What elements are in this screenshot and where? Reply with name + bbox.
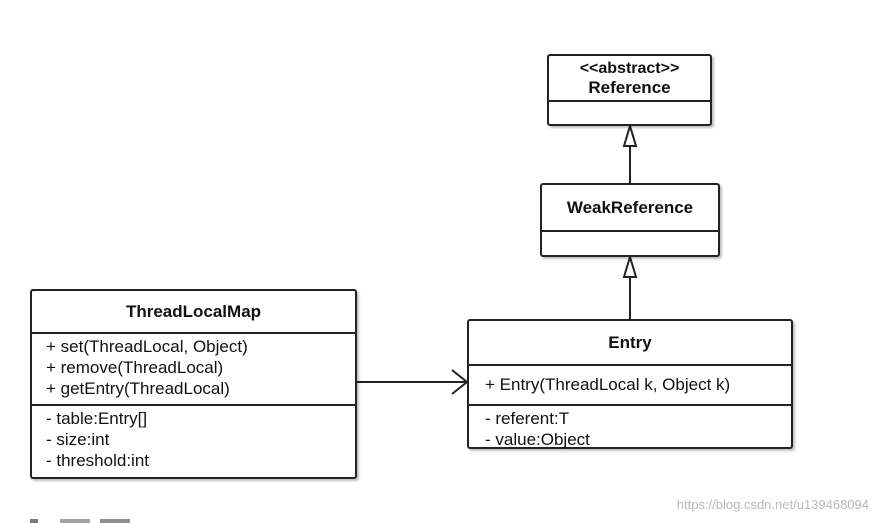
class-threadlocalmap-fields: - table:Entry[] - size:int - threshold:i…: [32, 404, 355, 471]
class-threadlocalmap-name: ThreadLocalMap: [125, 301, 262, 321]
inheritance-arrowhead-reference: [622, 122, 638, 147]
class-threadlocalmap: ThreadLocalMap + set(ThreadLocal, Object…: [30, 289, 357, 479]
field-table: - table:Entry[]: [46, 409, 148, 428]
field-referent: - referent:T: [485, 409, 570, 428]
class-reference-header: <<abstract>> Reference: [549, 56, 710, 100]
class-reference-stereotype: <<abstract>>: [579, 59, 680, 77]
method-remove: + remove(ThreadLocal): [46, 358, 224, 377]
class-weakreference-body: [542, 230, 718, 255]
field-size: - size:int: [46, 430, 110, 449]
class-weakreference: WeakReference: [540, 183, 720, 257]
cropped-text-fragment: [30, 519, 130, 523]
field-threshold: - threshold:int: [46, 451, 149, 470]
class-weakreference-header: WeakReference: [542, 185, 718, 230]
method-entry-constructor: + Entry(ThreadLocal k, Object k): [485, 375, 731, 394]
watermark-text: https://blog.csdn.net/u139468094: [676, 497, 869, 512]
class-entry-name: Entry: [608, 332, 652, 352]
field-value: - value:Object: [485, 430, 590, 449]
class-entry-fields: - referent:T - value:Object: [469, 404, 791, 450]
class-weakreference-name: WeakReference: [566, 197, 694, 217]
class-reference-body: [549, 100, 710, 124]
class-entry: Entry + Entry(ThreadLocal k, Object k) -…: [467, 319, 793, 449]
class-threadlocalmap-methods: + set(ThreadLocal, Object) + remove(Thre…: [32, 332, 355, 404]
class-reference-name: Reference: [588, 77, 671, 97]
inheritance-arrowhead-weakreference: [622, 253, 638, 278]
class-entry-methods: + Entry(ThreadLocal k, Object k): [469, 364, 791, 404]
class-reference: <<abstract>> Reference: [547, 54, 712, 126]
method-set: + set(ThreadLocal, Object): [46, 337, 248, 356]
class-entry-header: Entry: [469, 321, 791, 364]
class-threadlocalmap-header: ThreadLocalMap: [32, 291, 355, 332]
method-getentry: + getEntry(ThreadLocal): [46, 379, 230, 398]
